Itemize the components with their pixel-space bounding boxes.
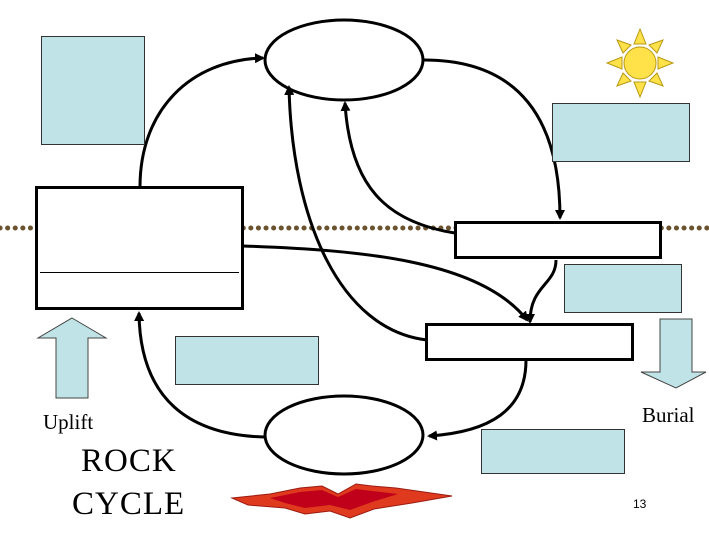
arrow-left-to-top-oval [138, 53, 265, 188]
middle-rock-box [425, 323, 634, 361]
bottom-right-blank-box [481, 429, 625, 474]
down-arrow-icon [640, 318, 707, 389]
arrow-middle-box-to-top-oval [284, 85, 428, 342]
arrow-bottom-oval-to-left-box [134, 311, 265, 439]
right-rock-box [454, 221, 662, 259]
top-right-blank-box [552, 103, 690, 162]
page-number: 13 [633, 497, 647, 511]
up-arrow-icon [36, 317, 108, 399]
uplift-label: Uplift [43, 410, 94, 434]
arrow-middle-box-to-bottom-oval [427, 359, 528, 441]
explosion-icon [230, 483, 453, 519]
bottom-oval-blank [263, 394, 425, 476]
center-blank-box [175, 336, 319, 385]
arrow-right-box-to-middle-box [525, 259, 558, 324]
sun-icon [605, 27, 675, 99]
arrow-right-box-to-top-oval [340, 101, 456, 235]
top-left-blank-box [41, 36, 145, 145]
left-rock-box [35, 186, 244, 310]
arrow-top-oval-to-right-box [423, 58, 565, 220]
arrow-left-box-to-middle-box [242, 244, 529, 322]
burial-label: Burial [642, 403, 695, 427]
title-line2: CYCLE [72, 486, 186, 522]
title-line1: ROCK [81, 443, 177, 479]
top-oval-blank [263, 18, 425, 102]
right-middle-blank-box [564, 264, 682, 313]
left-rock-box-divider [40, 272, 239, 273]
